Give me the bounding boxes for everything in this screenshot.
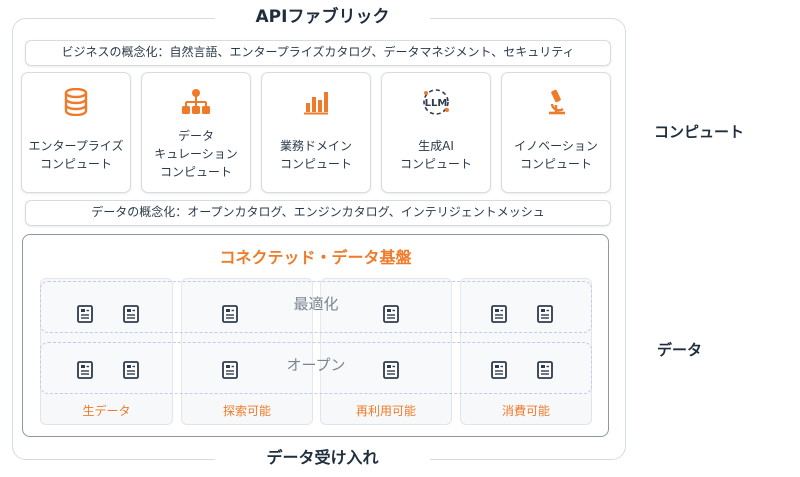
business-conceptualization-bar: ビジネスの概念化：自然言語、エンタープライズカタログ、データマネジメント、セキュ… [25,40,611,66]
data-conceptualization-bar: データの概念化：オープンカタログ、エンジンカタログ、インテリジェントメッシュ [25,200,611,226]
hierarchy-icon [142,87,250,117]
optimized-band-label: 最適化 [293,295,339,313]
document-icon [491,361,507,379]
consumable-column [460,278,592,425]
llm-icon-text: LLM [425,98,448,109]
document-icon [383,361,399,379]
open-band-label: オープン [286,356,346,374]
raw-data-column [40,278,173,425]
document-icon [537,361,553,379]
consumable-label: 消費可能 [501,404,550,418]
document-icon [222,305,238,323]
data-curation-compute-tile: データ キュレーション コンピュート [141,72,251,193]
enterprise-compute-tile: エンタープライズ コンピュート [21,72,131,193]
database-icon [22,87,130,117]
tile-label: イノベーション コンピュート [514,139,598,171]
tile-label: 生成AI コンピュート [399,139,472,171]
generative-ai-compute-tile: LLM 生成AI コンピュート [381,72,491,193]
bar-chart-icon [262,87,370,117]
microscope-icon [502,87,610,117]
data-ingestion-title: データ受け入れ [215,443,430,473]
innovation-compute-tile: イノベーション コンピュート [501,72,611,193]
document-icon [123,361,139,379]
reusable-column [320,278,452,425]
data-side-label: データ [657,341,703,359]
explorable-column [181,278,313,425]
document-icon [123,305,139,323]
tile-label: エンタープライズ コンピュート [28,139,124,171]
llm-icon: LLM [382,87,490,117]
tile-label: データ キュレーション コンピュート [154,129,238,179]
reusable-label: 再利用可能 [355,404,416,418]
compute-side-label: コンピュート [654,123,745,141]
raw-data-label: 生データ [82,404,131,418]
document-icon [383,305,399,323]
platform-title: コネクテッド・データ基盤 [219,248,412,267]
document-icon [537,305,553,323]
document-icon [77,361,93,379]
api-fabric-title: APIファブリック [215,2,430,32]
explorable-label: 探索可能 [222,404,271,418]
document-icon [222,361,238,379]
business-domain-compute-tile: 業務ドメイン コンピュート [261,72,371,193]
document-icon [491,305,507,323]
tile-label: 業務ドメイン コンピュート [279,139,352,171]
document-icon [77,305,93,323]
